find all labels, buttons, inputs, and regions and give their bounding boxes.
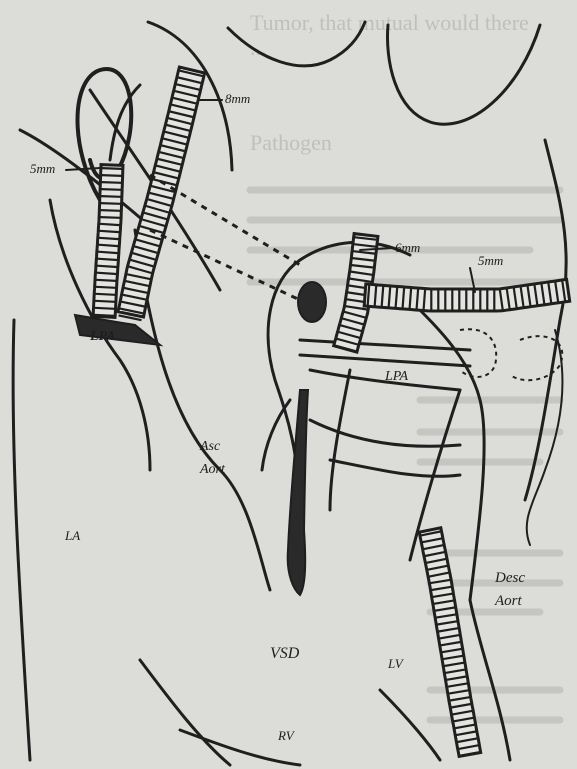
tube-left-a-rib	[100, 217, 120, 218]
tube-left-a-rib	[98, 245, 118, 246]
tube-left-a-rib	[101, 210, 121, 211]
tube-horizontal-rib	[382, 287, 384, 307]
tube-horizontal-rib	[424, 290, 426, 310]
conduit-left-inner	[93, 165, 123, 318]
tube-left-a-rib	[97, 273, 117, 274]
bg-text-line-3: Pathogen	[250, 130, 332, 155]
label-asc-b: Aort	[199, 462, 226, 477]
tube-left-a-rib	[95, 294, 115, 295]
tube-left-a-rib	[97, 266, 117, 267]
tube-left-a-rib	[101, 189, 121, 190]
tube-left-a-rib	[102, 182, 122, 183]
tube-left-a-rib	[96, 280, 116, 281]
bg-text-line-1: Tumor, that mutual would there	[250, 10, 529, 35]
tube-horizontal-rib	[410, 289, 412, 309]
lpa-band-lower	[300, 355, 470, 366]
tube-horizontal-rib	[375, 286, 377, 306]
tube-left-a-rib	[95, 301, 115, 302]
label-desc-b: Aort	[494, 593, 523, 609]
tube-left-a-rib	[101, 203, 121, 204]
tube-left-a-rib	[102, 168, 122, 169]
label-lpa-left: LPA	[89, 329, 115, 344]
bottom-left-curve	[140, 660, 230, 765]
tube-left-a-rib	[98, 252, 118, 253]
lpa-band-upper	[300, 340, 470, 350]
label-asc-a: Asc	[199, 439, 221, 454]
tube-left-a-rib	[99, 231, 119, 232]
label-mm-top: 8mm	[225, 91, 250, 106]
label-lv: LV	[387, 656, 405, 671]
label-lpa-center: LPA	[384, 369, 409, 384]
suture-thread	[527, 330, 563, 545]
tube-left-a-rib	[100, 224, 120, 225]
tube-left-a-rib	[98, 259, 118, 260]
dashed-clamps	[460, 329, 562, 380]
clamp-1	[460, 329, 496, 377]
tube-left-a-rib	[99, 238, 119, 239]
tube-horizontal-rib	[417, 289, 419, 309]
tube-horizontal-rib	[368, 285, 370, 305]
tube-left-a-rib	[96, 287, 116, 288]
label-rv: RV	[277, 728, 296, 743]
vsd-patch	[262, 390, 308, 595]
tube-left-a-rib	[94, 315, 114, 316]
aorta-inner-line-3	[330, 370, 350, 510]
tube-left-a-rib	[95, 308, 115, 309]
lpa-wedge-left	[75, 315, 160, 345]
descending-aorta-wall	[525, 140, 566, 500]
lv-apex-line	[380, 690, 440, 760]
tube-left-a-rib	[101, 196, 121, 197]
background-text: Tumor, that mutual would there ... Patho…	[250, 10, 560, 720]
label-la: LA	[64, 528, 80, 543]
tube-horizontal-rib	[389, 287, 391, 307]
label-vsd: VSD	[270, 645, 300, 662]
tube-left-a-rib	[102, 175, 122, 176]
tube-horizontal-rib	[403, 288, 405, 308]
left-border	[13, 320, 30, 760]
label-mm-left: 5mm	[30, 161, 55, 176]
label-desc-a: Desc	[494, 570, 525, 586]
anastomosis-oval	[298, 282, 326, 322]
label-mm-right: 5mm	[478, 253, 503, 268]
arch-right-outline	[387, 25, 540, 124]
label-mm-center: 6mm	[395, 240, 420, 255]
